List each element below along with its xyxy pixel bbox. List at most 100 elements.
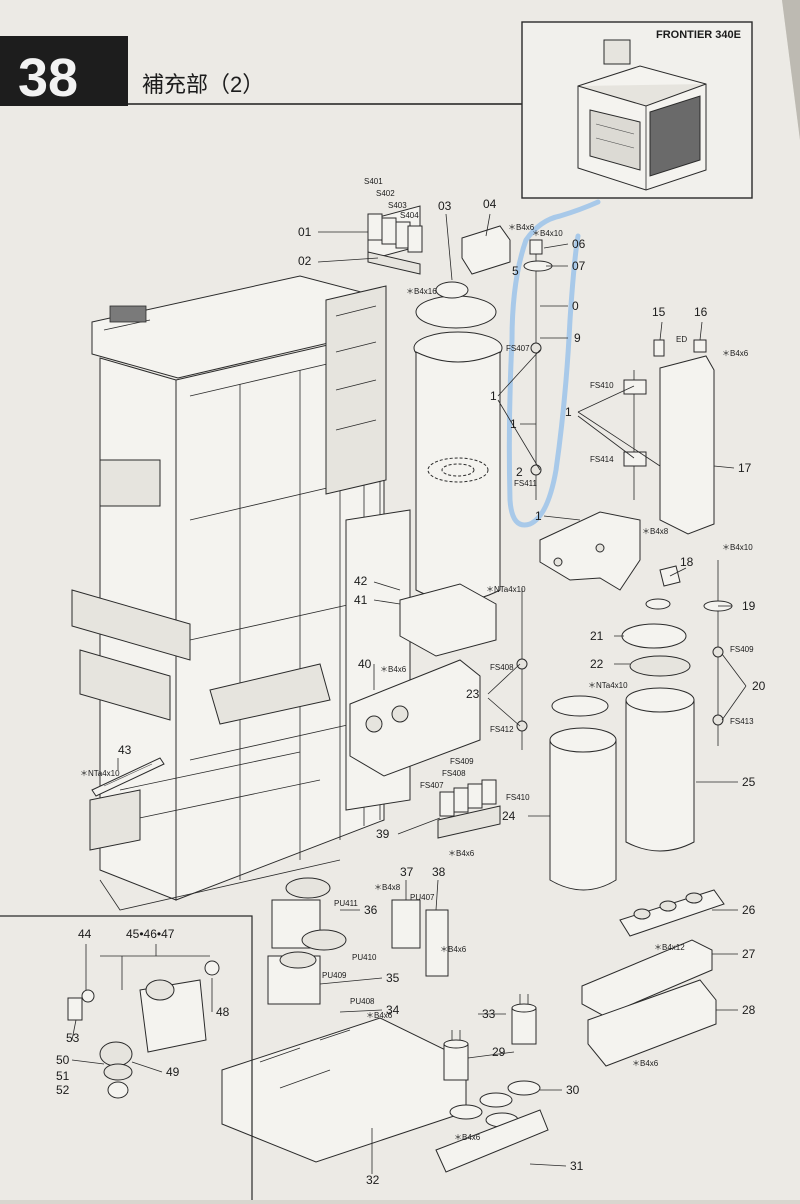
part-label-37: 37	[400, 865, 414, 879]
part-label-24: 24	[502, 809, 516, 823]
part-14-bracket	[539, 511, 641, 591]
part-label-15: 15	[652, 305, 666, 319]
callout-label: ＊B4x6	[440, 945, 467, 954]
page-number: 38	[18, 48, 78, 108]
part-label-12: 2	[516, 465, 523, 479]
part-31-holder	[435, 1109, 549, 1173]
page-number-box	[0, 36, 128, 106]
part-label-22: 22	[590, 657, 604, 671]
callout-label: FS411	[514, 479, 538, 488]
paper-shadow	[782, 0, 800, 140]
part-28-cover	[587, 979, 717, 1067]
callout-label: PU411	[334, 899, 358, 908]
callout-label: FS410	[590, 381, 614, 390]
part-label-08: 0	[572, 299, 579, 313]
part-40-base	[349, 659, 481, 777]
callout-label: FS412	[490, 725, 514, 734]
part-label-48: 48	[216, 1005, 230, 1019]
part-39-valve-block	[437, 779, 501, 839]
part-label-16: 16	[694, 305, 708, 319]
part-04-bracket	[461, 225, 511, 275]
callout-label: ＊B4x8	[374, 883, 401, 892]
callout-label: S403	[388, 201, 407, 210]
part-label-03: 03	[438, 199, 452, 213]
part-label-45: 45•46•47	[126, 927, 175, 941]
part-label-50: 50	[56, 1053, 70, 1067]
part-label-30: 30	[566, 1083, 580, 1097]
part-label-52: 52	[56, 1083, 70, 1097]
callout-label: ＊B4x6	[454, 1133, 481, 1142]
part-15-sensor	[653, 339, 665, 357]
part-label-31: 31	[570, 1159, 584, 1173]
callout-label: FS409	[450, 757, 474, 766]
callout-label: ＊B4x16	[406, 287, 437, 296]
callout-label: FS414	[590, 455, 614, 464]
part-25-tank	[625, 687, 695, 852]
part-label-19: 19	[742, 599, 756, 613]
part-label-06: 06	[572, 237, 586, 251]
callout-label: ＊B4x6	[508, 223, 535, 232]
part-label-44: 44	[78, 927, 92, 941]
part-label-20: 20	[752, 679, 766, 693]
part-label-42: 42	[354, 574, 368, 588]
callout-label: FS409	[730, 645, 754, 654]
callout-label: PU408	[350, 997, 375, 1006]
part-label-09: 9	[574, 331, 581, 345]
part-label-21: 21	[590, 629, 604, 643]
callout-label: ＊B4x6	[448, 849, 475, 858]
model-name: FRONTIER 340E	[656, 29, 741, 41]
part-49-pump-head-detail	[67, 960, 220, 1099]
callout-label: FS408	[490, 663, 514, 672]
callout-label: FS413	[730, 717, 754, 726]
leader-lines	[71, 213, 747, 1174]
part-16-clip	[693, 339, 707, 353]
part-label-23: 23	[466, 687, 480, 701]
part-label-38: 38	[432, 865, 446, 879]
callout-label: ＊NTa4x10	[588, 681, 628, 690]
callout-label: ＊B4x12	[654, 943, 685, 952]
callout-labels: S401S402S403S404＊B4x6＊B4x10＊B4x16FS407FS…	[80, 177, 754, 1142]
part-label-27: 27	[742, 947, 756, 961]
part-label-29: 29	[492, 1045, 506, 1059]
callout-label: S404	[400, 211, 419, 220]
part-label-25: 25	[742, 775, 756, 789]
machine-thumbnail	[577, 39, 707, 191]
callout-label: FS407	[506, 344, 530, 353]
part-label-18: 18	[680, 555, 694, 569]
callout-label: PU409	[322, 971, 347, 980]
highlight-annotation	[506, 199, 601, 528]
part-43-rail	[91, 757, 165, 797]
callout-label: ＊B4x6	[380, 665, 407, 674]
callout-label: S402	[376, 189, 395, 198]
part-label-11: 1	[510, 417, 517, 431]
part-22-gasket	[629, 655, 691, 677]
part-label-35: 35	[386, 971, 400, 985]
callout-label: FS408	[442, 769, 466, 778]
part-label-10: 1	[490, 389, 497, 403]
part-41-bracket	[399, 583, 497, 657]
part-label-32: 32	[366, 1173, 380, 1187]
part-label-41: 41	[354, 593, 368, 607]
callout-label: ＊NTa4x10	[80, 769, 120, 778]
part-21-lid	[621, 623, 687, 649]
callout-label: FS410	[506, 793, 530, 802]
callout-label: PU410	[352, 953, 377, 962]
part-label-26: 26	[742, 903, 756, 917]
part-label-02: 02	[298, 254, 312, 268]
part-17-panel	[659, 355, 715, 535]
callout-label: ED	[676, 335, 687, 344]
part-34-pump-assembly	[267, 877, 347, 1005]
callout-label: ＊B4x8	[642, 527, 669, 536]
part-label-33: 33	[482, 1007, 496, 1021]
part-label-01: 01	[298, 225, 312, 239]
part-27-board	[581, 939, 713, 1017]
callout-label: ＊NTa4x10	[486, 585, 526, 594]
part-label-07: 07	[572, 259, 586, 273]
part-label-49: 49	[166, 1065, 180, 1079]
part-01-solenoid-block	[367, 205, 423, 275]
part-label-05: 5	[512, 264, 519, 278]
callout-label: ＊B4x10	[722, 543, 753, 552]
